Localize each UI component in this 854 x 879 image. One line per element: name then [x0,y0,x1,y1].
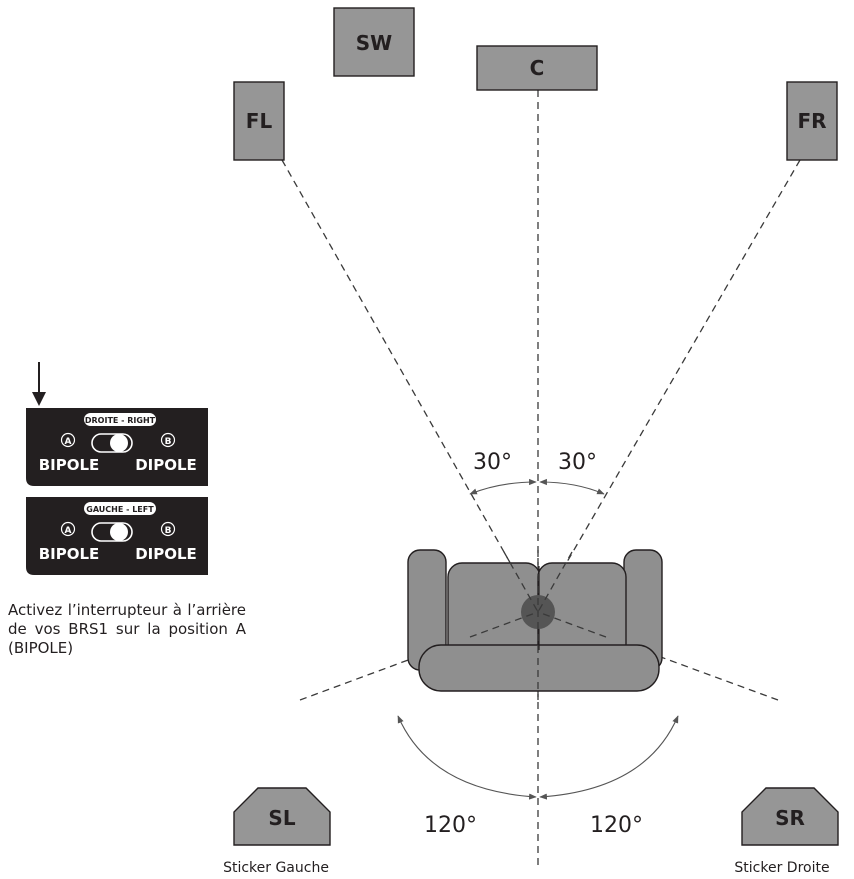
speaker-c: C [476,45,598,91]
sr-line [537,611,779,701]
angle-rear-right: 120° [590,813,643,838]
switch-left-pos-a: A [65,526,72,536]
instruction-text: Activez l’interrupteur à l’arrière de vo… [8,601,246,657]
switch-left-pos-b: B [165,526,172,536]
angle-rear-left: 120° [424,813,477,838]
speaker-fl-label: FL [246,109,273,133]
switch-left-label-b: DIPOLE [135,545,197,563]
arc-front-right [539,478,605,495]
angle-front-right: 30° [558,450,597,475]
speaker-sl-label: SL [268,806,295,830]
switch-left-header: GAUCHE - LEFT [86,505,154,514]
speaker-sr: SR [741,787,839,846]
arrow-down-icon [32,362,46,406]
switch-panel-right: DROITE - RIGHT A B BIPOLE DIPOLE [26,408,208,486]
switch-left-label-a: BIPOLE [39,545,100,563]
speaker-sr-label: SR [775,806,805,830]
caption-sticker-right: Sticker Droite [734,860,829,876]
sofa [407,549,663,692]
speaker-sw: SW [333,7,415,77]
arc-rear-left [397,715,537,800]
direction-lines [281,90,801,866]
switch-right-knob [110,434,128,452]
switch-left-knob [110,523,128,541]
sofa-seat [418,644,660,692]
switch-right-label-a: BIPOLE [39,456,100,474]
switch-right-header: DROITE - RIGHT [85,416,156,425]
fl-line [281,159,539,613]
angle-front-left: 30° [473,450,512,475]
switch-right-pos-b: B [165,437,172,447]
speaker-c-label: C [530,56,545,80]
switch-right-pos-a: A [65,437,72,447]
caption-sticker-left: Sticker Gauche [223,860,329,876]
arc-front-left [469,478,537,495]
fr-line [537,159,801,613]
speaker-fl: FL [233,81,285,161]
speaker-fr: FR [786,81,838,161]
speaker-sw-label: SW [356,31,392,55]
switch-panel-left: GAUCHE - LEFT A B BIPOLE DIPOLE [26,497,208,575]
speaker-sl: SL [233,787,331,846]
arc-rear-right [539,715,679,800]
switch-right-label-b: DIPOLE [135,456,197,474]
speaker-fr-label: FR [797,109,826,133]
